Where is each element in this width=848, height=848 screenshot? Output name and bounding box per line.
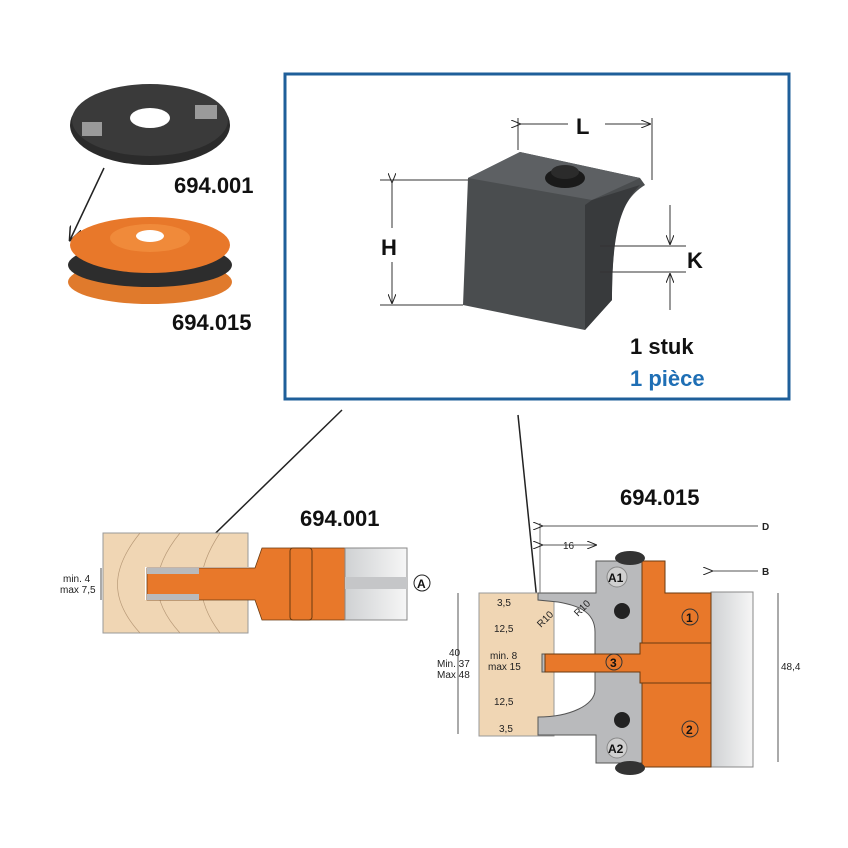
arrow-icon: [70, 167, 105, 240]
diagram-694-015: [457, 523, 779, 775]
dim-D: D: [762, 522, 769, 533]
slot-min: min. 8: [490, 651, 518, 662]
cutter-694-001-photo: [70, 84, 230, 165]
label-694-015: 694.015: [172, 310, 252, 335]
part-3: 3: [610, 656, 617, 670]
label-694-001: 694.001: [174, 173, 254, 198]
diagram-694-015-title: 694.015: [620, 485, 700, 510]
quantity-nl: 1 stuk: [630, 334, 694, 359]
knife-A2: A2: [608, 742, 624, 756]
dim-bottom-12-5: 12,5: [494, 697, 514, 708]
marker-A: A: [417, 577, 426, 591]
dim-K-label: K: [687, 248, 703, 273]
knife-A1: A1: [608, 571, 624, 585]
part-1: 1: [686, 611, 693, 625]
part-2: 2: [686, 723, 693, 737]
width-48-4: 48,4: [781, 662, 801, 673]
dim-B: B: [762, 567, 769, 578]
diagram-694-001-title: 694.001: [300, 506, 380, 531]
quantity-fr: 1 pièce: [630, 366, 705, 391]
height-min: Min. 37: [437, 659, 470, 670]
slot-max: max 15: [488, 662, 521, 673]
groove-max: max 7,5: [60, 585, 96, 596]
dim-H-label: H: [381, 235, 397, 260]
dim-L-label: L: [576, 114, 589, 139]
height-40: 40: [449, 648, 461, 659]
cutter-694-015-photo: [68, 217, 232, 304]
diagram-694-001: [102, 532, 431, 634]
dim-top-3-5: 3,5: [497, 598, 511, 609]
dim-16: 16: [563, 541, 575, 552]
groove-min: min. 4: [63, 574, 91, 585]
knife-photo: [463, 152, 645, 330]
dim-top-12-5: 12,5: [494, 624, 514, 635]
height-max: Max 48: [437, 670, 470, 681]
dim-bottom-3-5: 3,5: [499, 724, 513, 735]
